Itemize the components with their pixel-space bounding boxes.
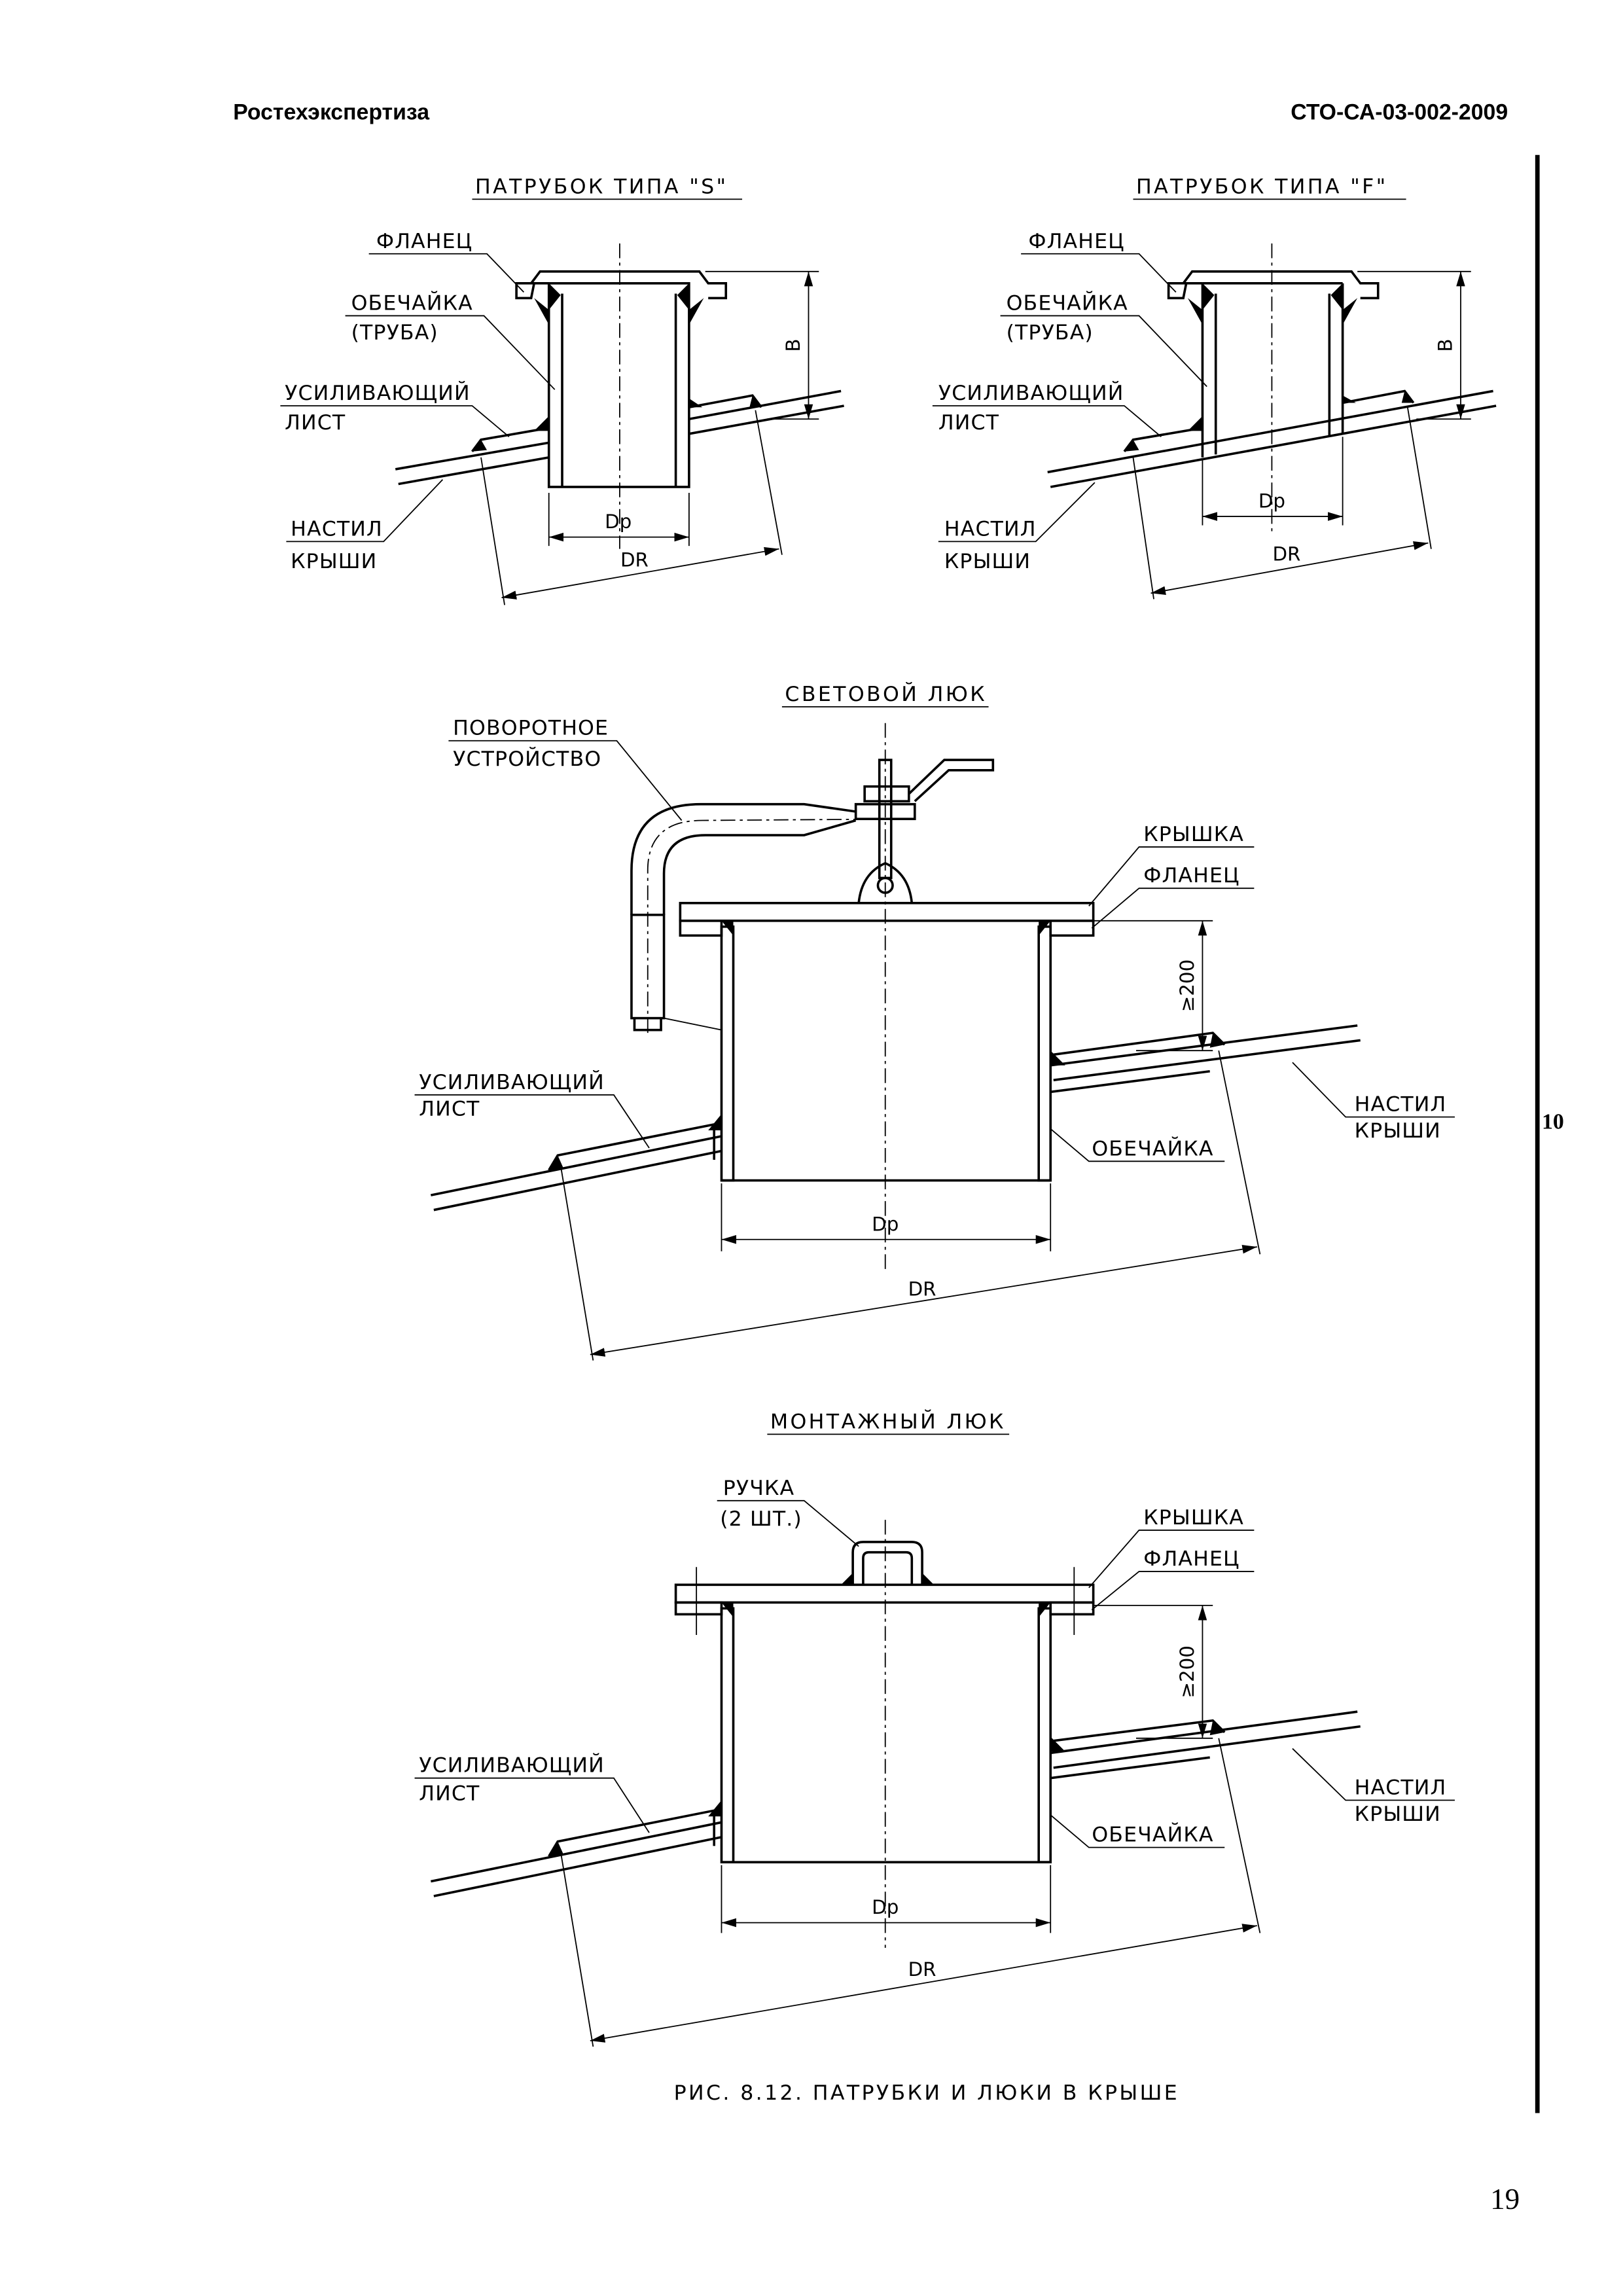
mounting-hatch-label-flange: ФЛАНЕЦ bbox=[1143, 1547, 1240, 1571]
nozzle-f-label-deck: НАСТИЛ bbox=[944, 517, 1037, 541]
mounting-hatch-label-plate-2: ЛИСТ bbox=[419, 1782, 480, 1805]
light-hatch-label-swivel: ПОВОРОТНОЕ bbox=[453, 717, 609, 740]
nozzle-s-label-roof: КРЫШИ bbox=[291, 550, 377, 573]
nozzle-s-dim-dr: DR bbox=[620, 549, 649, 571]
nozzle-f-dim-b: B bbox=[1434, 338, 1456, 351]
light-hatch-dim-height: ≥200 bbox=[1176, 960, 1198, 1012]
nozzle-s-label-pipe: (ТРУБА) bbox=[351, 321, 438, 345]
page-number: 19 bbox=[1490, 2183, 1520, 2215]
mounting-hatch-label-deck: НАСТИЛ bbox=[1355, 1776, 1447, 1799]
mounting-hatch-label-handle: РУЧКА bbox=[723, 1477, 795, 1500]
nozzle-type-s-drawing: ПАТРУБОК ТИПА "S" B Dр DR ФЛАНЕЦ ОБ bbox=[280, 175, 844, 605]
nozzle-f-label-plate: УСИЛИВАЮЩИЙ bbox=[938, 380, 1124, 405]
mounting-hatch-dim-dr: DR bbox=[908, 1958, 936, 1981]
light-hatch-label-plate: УСИЛИВАЮЩИЙ bbox=[419, 1069, 605, 1094]
mounting-hatch-title: МОНТАЖНЫЙ ЛЮК bbox=[770, 1408, 1006, 1433]
nozzle-s-label-shell: ОБЕЧАЙКА bbox=[351, 290, 473, 315]
nozzle-f-dim-dp: Dр bbox=[1258, 490, 1285, 512]
light-hatch-label-deck: НАСТИЛ bbox=[1355, 1093, 1447, 1117]
light-hatch-label-roof: КРЫШИ bbox=[1355, 1119, 1441, 1143]
mounting-hatch-label-shell: ОБЕЧАЙКА bbox=[1092, 1822, 1213, 1847]
nozzle-f-dim-dr: DR bbox=[1272, 543, 1300, 565]
nozzle-f-label-flange: ФЛАНЕЦ bbox=[1028, 230, 1124, 253]
nozzle-f-title: ПАТРУБОК ТИПА "F" bbox=[1136, 175, 1388, 198]
light-hatch-label-cover: КРЫШКА bbox=[1143, 823, 1244, 846]
nozzle-f-label-pipe: (ТРУБА) bbox=[1007, 321, 1094, 345]
header-organization: Ростехэкспертиза bbox=[233, 100, 430, 125]
nozzle-s-title: ПАТРУБОК ТИПА "S" bbox=[475, 175, 728, 198]
light-hatch-label-shell: ОБЕЧАЙКА bbox=[1092, 1136, 1213, 1160]
nozzle-f-label-roof: КРЫШИ bbox=[944, 550, 1031, 573]
nozzle-type-f-drawing: ПАТРУБОК ТИПА "F" B Dр DR ФЛАНЕЦ ОБЕЧАЙК… bbox=[932, 175, 1497, 600]
nozzle-s-label-flange: ФЛАНЕЦ bbox=[376, 230, 473, 253]
light-hatch-dim-dp: Dр bbox=[872, 1213, 899, 1235]
mounting-hatch-label-cover: КРЫШКА bbox=[1143, 1506, 1244, 1530]
nozzle-f-label-plate-2: ЛИСТ bbox=[938, 411, 999, 435]
mounting-hatch-label-roof: КРЫШИ bbox=[1355, 1803, 1441, 1826]
margin-mark: 10 bbox=[1542, 1110, 1564, 1134]
mounting-hatch-drawing: МОНТАЖНЫЙ ЛЮК ≥200 Dр DR РУЧКА bbox=[414, 1408, 1455, 2047]
nozzle-s-dim-b: B bbox=[782, 338, 804, 351]
light-hatch-drawing: СВЕТОВОЙ ЛЮК bbox=[414, 681, 1455, 1361]
mounting-hatch-label-handle-count: (2 ШТ.) bbox=[720, 1507, 802, 1531]
light-hatch-title: СВЕТОВОЙ ЛЮК bbox=[785, 681, 987, 706]
light-hatch-dim-dr: DR bbox=[908, 1278, 936, 1300]
mounting-hatch-dim-height: ≥200 bbox=[1176, 1645, 1198, 1698]
nozzle-s-label-plate: УСИЛИВАЮЩИЙ bbox=[285, 380, 471, 405]
header-document-code: СТО-СА-03-002-2009 bbox=[1291, 100, 1508, 125]
nozzle-s-label-deck: НАСТИЛ bbox=[291, 517, 383, 541]
light-hatch-label-device: УСТРОЙСТВО bbox=[453, 746, 601, 771]
nozzle-s-dim-dp: Dр bbox=[605, 511, 632, 533]
light-hatch-label-plate-2: ЛИСТ bbox=[419, 1097, 480, 1121]
nozzle-f-label-shell: ОБЕЧАЙКА bbox=[1007, 290, 1128, 315]
nozzle-s-label-plate-2: ЛИСТ bbox=[285, 411, 346, 435]
light-hatch-label-flange: ФЛАНЕЦ bbox=[1143, 864, 1240, 888]
mounting-hatch-dim-dp: Dр bbox=[872, 1896, 899, 1918]
figure-caption: РИС. 8.12. ПАТРУБКИ И ЛЮКИ В КРЫШЕ bbox=[674, 2081, 1179, 2105]
mounting-hatch-label-plate: УСИЛИВАЮЩИЙ bbox=[419, 1753, 605, 1778]
